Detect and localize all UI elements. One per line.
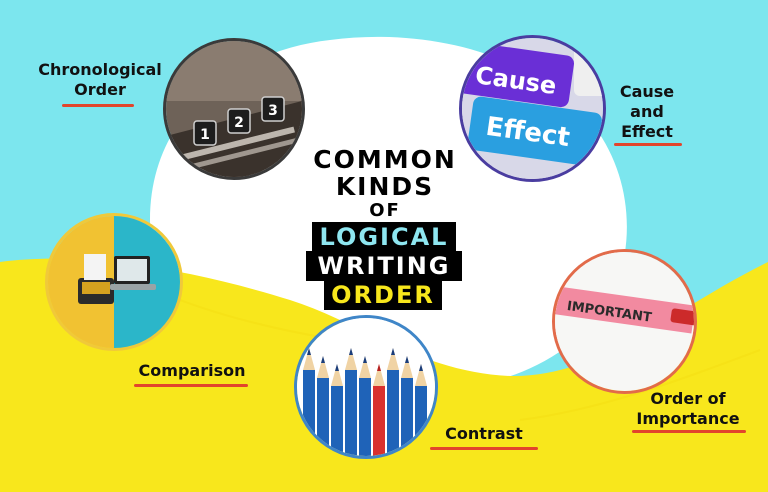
pencil-tip [317,356,329,378]
title-line-order: ORDER [324,280,442,310]
svg-text:1: 1 [200,127,210,143]
title-line-of: OF [369,200,401,221]
pencil-lead [377,364,381,371]
pencil [359,378,371,456]
cause-effect-photo: Cause Effect [459,35,606,182]
label-cause-effect: Cause and Effect [612,82,682,142]
label-text: Order of [650,389,726,408]
label-contrast: Contrast [432,424,536,444]
label-text: Effect [621,122,673,141]
label-text: Contrast [445,424,523,443]
underline-contrast [430,447,538,450]
folder-tab-1: 1 [193,120,217,146]
pencil-tip [359,356,371,378]
pencil-lead [405,356,409,363]
svg-text:2: 2 [234,115,244,131]
title-line-logical: LOGICAL [312,222,456,252]
pencil [387,370,399,456]
label-text: Cause [619,82,675,101]
pencil-lead [391,348,395,355]
label-comparison: Comparison [130,361,254,381]
underline-comparison [134,384,248,387]
pencil-tip [401,356,413,378]
pencil-lead [307,348,311,355]
folder-tab-3: 3 [261,96,285,122]
folder-tab-2: 2 [227,108,251,134]
pencil-lead [349,348,353,355]
label-importance: Order of Importance [628,389,748,429]
pencil [345,370,357,456]
pencil-tip [373,364,385,386]
pencil [317,378,329,456]
pencil-lead [321,356,325,363]
importance-photo: IMPORTANT [552,249,697,394]
svg-text:3: 3 [268,103,278,119]
pencil-lead [419,364,423,371]
label-chronological: Chronological Order [30,60,170,100]
pencil-tip [345,348,357,370]
pencil-tip [387,348,399,370]
pencil-tip [331,364,343,386]
pencil-lead [335,364,339,371]
label-text: Chronological [38,60,162,79]
pencil [401,378,413,456]
label-text: Comparison [138,361,246,380]
title-line-common: COMMON [313,145,457,174]
pencil [331,386,343,456]
underline-cause-effect [614,143,682,146]
chronological-order-photo: 1 2 3 [163,38,305,180]
pencil-tip [415,364,427,386]
title-line-writing: WRITING [306,251,462,281]
title-line-kinds: KINDS [335,172,435,201]
pencil [373,386,385,456]
label-text: Importance [636,409,740,428]
comparison-photo [45,213,183,351]
pencil-tip [303,348,315,370]
pencil-lead [363,356,367,363]
contrast-photo [294,315,438,459]
label-text: Order [74,80,126,99]
underline-importance [632,430,746,433]
underline-chronological [62,104,134,107]
label-text: and [630,102,664,121]
